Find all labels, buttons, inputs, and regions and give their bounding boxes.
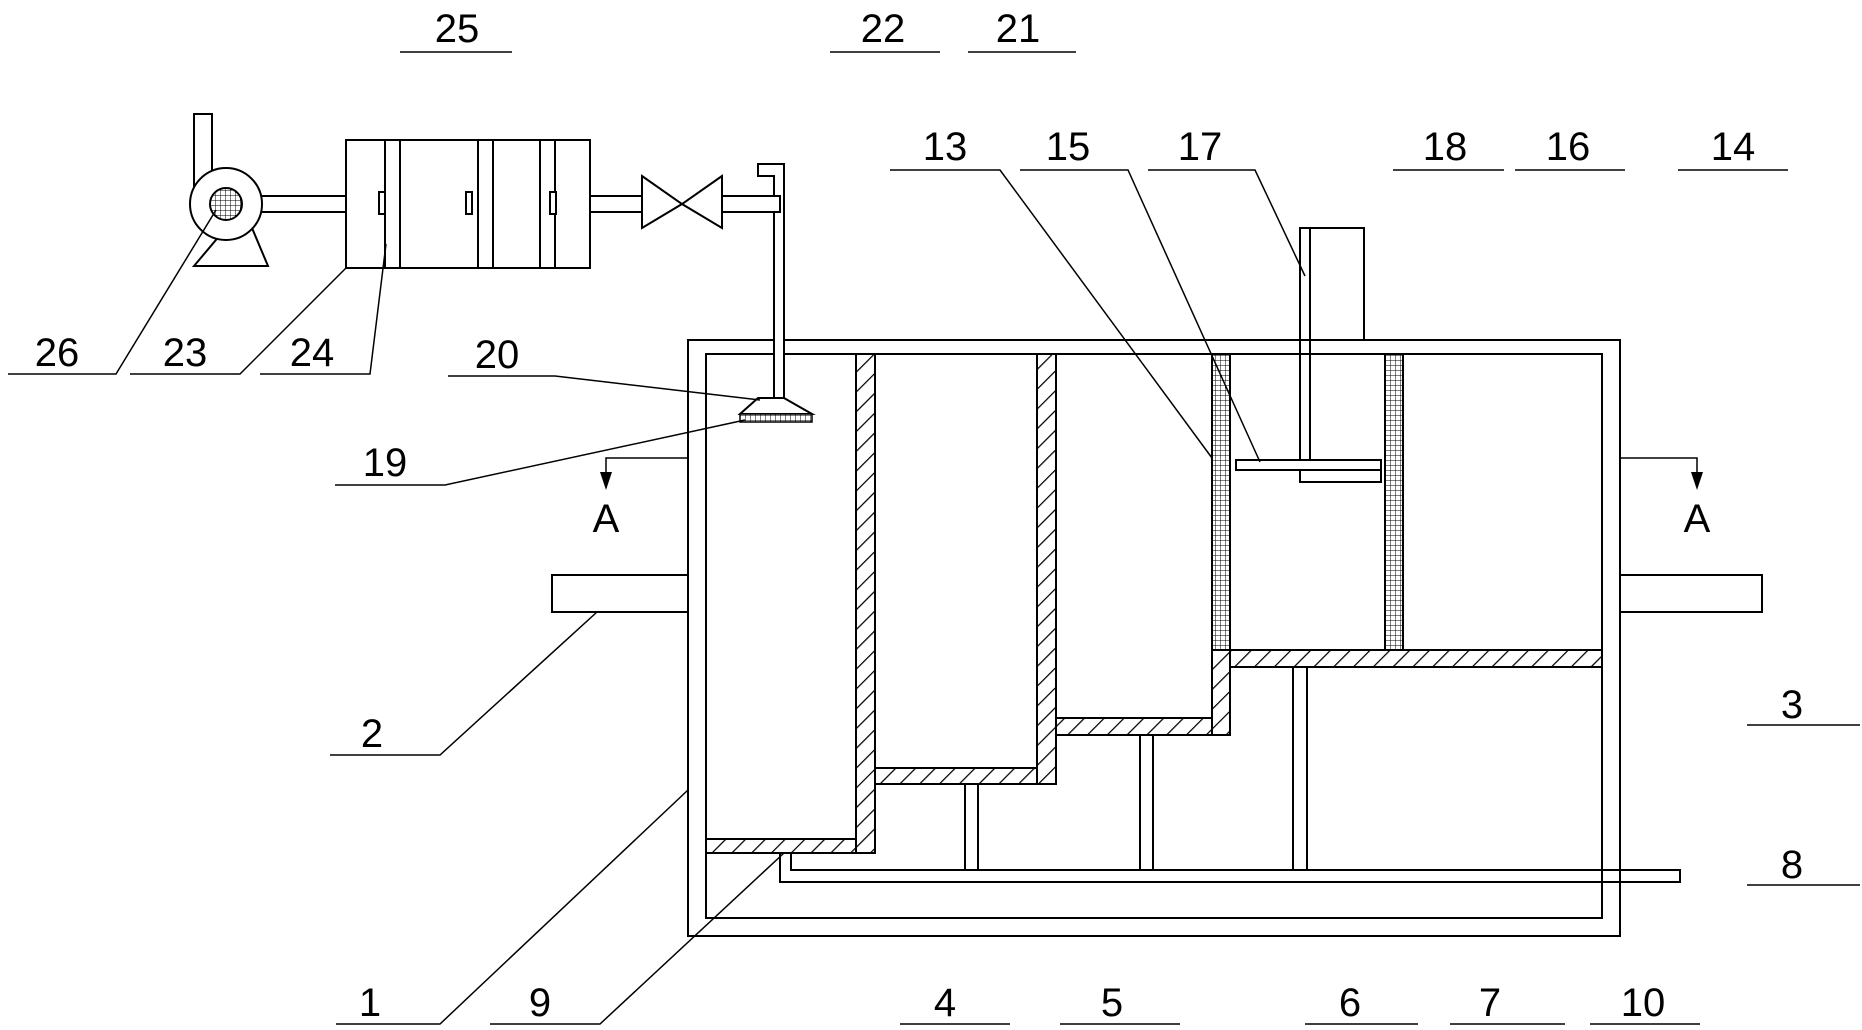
fan-pipe — [257, 195, 347, 213]
filter-box — [345, 139, 591, 269]
gas-pipe-2 — [721, 195, 781, 213]
filter-screen-right — [1384, 353, 1404, 651]
tank-body — [687, 339, 1621, 937]
svg-text:A: A — [1684, 497, 1711, 541]
section-marker-left: A — [593, 457, 688, 541]
label-22: 22 — [861, 7, 906, 51]
label-25: 25 — [435, 7, 480, 51]
outlet-pipe — [1619, 574, 1763, 613]
label-9: 9 — [529, 981, 551, 1025]
label-26: 26 — [35, 331, 80, 375]
stepped-partitions — [705, 353, 1603, 854]
section-marker-right: A — [1620, 457, 1711, 541]
leader-lines — [8, 51, 1860, 1025]
label-1: 1 — [359, 981, 381, 1025]
svg-text:A: A — [593, 497, 620, 541]
label-4: 4 — [934, 981, 956, 1025]
label-21: 21 — [996, 7, 1041, 51]
label-24: 24 — [290, 331, 335, 375]
part-labels: 1 2 3 4 5 6 7 8 9 10 13 14 15 16 17 18 1… — [35, 7, 1803, 1025]
label-13: 13 — [923, 125, 968, 169]
label-6: 6 — [1339, 981, 1361, 1025]
label-5: 5 — [1101, 981, 1123, 1025]
label-2: 2 — [361, 712, 383, 756]
gas-pipe — [589, 195, 643, 213]
inlet-pipe — [551, 574, 689, 613]
label-18: 18 — [1423, 125, 1468, 169]
label-17: 17 — [1178, 125, 1223, 169]
label-20: 20 — [475, 333, 520, 377]
filter-screen-left — [1211, 353, 1231, 651]
agitator — [1235, 227, 1382, 483]
label-14: 14 — [1711, 125, 1756, 169]
label-23: 23 — [163, 331, 208, 375]
label-3: 3 — [1781, 683, 1803, 727]
label-16: 16 — [1546, 125, 1591, 169]
gas-hood — [737, 163, 816, 423]
label-8: 8 — [1781, 843, 1803, 887]
label-10: 10 — [1621, 981, 1666, 1025]
label-7: 7 — [1479, 981, 1501, 1025]
label-15: 15 — [1046, 125, 1091, 169]
valve — [641, 174, 723, 230]
label-19: 19 — [363, 441, 408, 485]
fan — [189, 113, 270, 267]
drain-pipes — [779, 667, 1681, 883]
